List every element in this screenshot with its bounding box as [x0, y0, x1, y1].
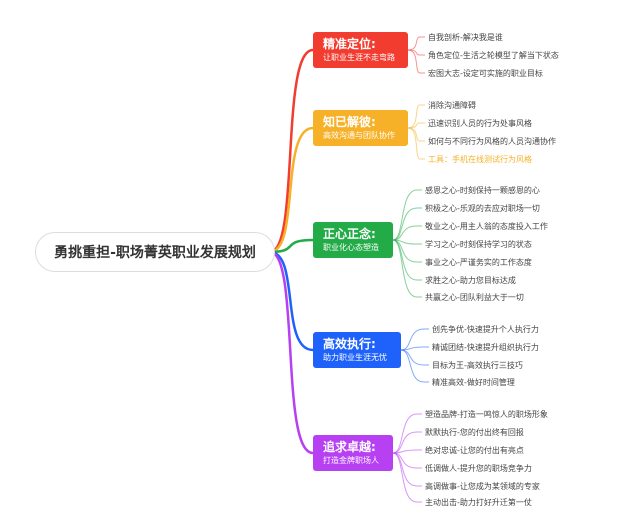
link-root-execution — [269, 250, 314, 352]
root-title: 勇挑重担-职场菁英职业发展规划 — [54, 245, 256, 261]
leaf-item[interactable]: 如何与不同行为风格的人员沟通协作 — [428, 137, 556, 146]
leaf-item[interactable]: 积极之心-乐观的去应对职场一切 — [425, 204, 540, 213]
leaf-item[interactable]: 宏图大志-设定可实施的职业目标 — [428, 69, 543, 78]
branch-title: 正心正念: — [323, 226, 376, 241]
leaf-item[interactable]: 角色定位-生活之轮模型了解当下状态 — [428, 51, 559, 60]
link-leaf — [407, 49, 425, 74]
link-root-communication — [269, 126, 314, 254]
branch-subtitle: 让职业生涯不走弯路 — [323, 52, 395, 62]
root-node[interactable]: 勇挑重担-职场菁英职业发展规划 — [35, 232, 275, 272]
link-leaf — [392, 452, 422, 503]
link-leaf — [407, 127, 425, 160]
link-leaf — [407, 127, 425, 142]
branch-title: 高效执行: — [323, 336, 376, 351]
branch-title: 知已解彼: — [323, 114, 376, 129]
link-root-positioning — [269, 48, 314, 254]
link-leaf — [392, 207, 422, 241]
link-leaf — [407, 122, 425, 129]
link-leaf — [392, 449, 422, 454]
leaf-item[interactable]: 绝对忠诚-让您的付出有亮点 — [425, 446, 524, 455]
leaf-item[interactable]: 求胜之心-助力您目标达成 — [425, 276, 516, 285]
link-leaf — [392, 431, 422, 454]
link-leaf — [392, 225, 422, 241]
branch-positioning[interactable]: 精准定位:让职业生涯不走弯路 — [313, 32, 408, 68]
leaf-item[interactable]: 创先争优-快速提升个人执行力 — [432, 325, 539, 334]
branch-title: 追求卓越: — [323, 439, 376, 454]
leaf-item[interactable]: 学习之心-时刻保持学习的状态 — [425, 240, 532, 249]
branch-excellence[interactable]: 追求卓越:打造金牌职场人 — [313, 435, 393, 471]
branch-subtitle: 职业化心态塑造 — [323, 242, 379, 252]
leaf-item[interactable]: 高调做事-让您成为某领域的专家 — [425, 482, 540, 491]
link-leaf — [400, 328, 429, 351]
link-leaf — [392, 239, 422, 281]
leaf-item[interactable]: 目标为王-高效执行三技巧 — [432, 361, 523, 370]
link-leaf — [392, 413, 422, 454]
link-root-excellence — [269, 250, 314, 455]
branch-subtitle: 打造金牌职场人 — [323, 455, 379, 465]
link-leaf — [407, 104, 425, 129]
leaf-item[interactable]: 感恩之心-时刻保持一颗感恩的心 — [425, 186, 540, 195]
leaf-item[interactable]: 精准高效-做好时间管理 — [432, 378, 515, 387]
leaf-item[interactable]: 塑造品牌-打造一鸣惊人的职场形象 — [425, 410, 548, 419]
leaf-item[interactable]: 迅速识别人员的行为处事风格 — [428, 119, 532, 128]
leaf-item[interactable]: 消除沟通障碍 — [428, 101, 476, 110]
leaf-item[interactable]: 自我剖析-解决我是谁 — [428, 33, 503, 42]
link-leaf — [407, 36, 425, 51]
leaf-item[interactable]: 默默执行-您的付出终有回报 — [425, 428, 524, 437]
leaf-item[interactable]: 工具：手机在线测试行为风格 — [428, 155, 532, 164]
link-leaf — [400, 346, 429, 351]
branch-communication[interactable]: 知已解彼:高效沟通与团队协作 — [313, 110, 408, 146]
leaf-item[interactable]: 主动出击-助力打好升迁第一仗 — [425, 498, 532, 507]
leaf-item[interactable]: 低调做人-提升您的职场竞争力 — [425, 464, 532, 473]
branch-execution[interactable]: 高效执行:助力职业生涯无忧 — [313, 332, 401, 368]
leaf-item[interactable]: 敬业之心-用主人翁的态度投入工作 — [425, 222, 548, 231]
leaf-item[interactable]: 共赢之心-团队利益大于一切 — [425, 293, 524, 302]
link-leaf — [400, 349, 429, 383]
link-root-mindset — [269, 238, 314, 254]
leaf-item[interactable]: 事业之心-严谨务实的工作态度 — [425, 258, 532, 267]
branch-subtitle: 高效沟通与团队协作 — [323, 130, 395, 140]
link-leaf — [392, 452, 422, 487]
branch-mindset[interactable]: 正心正念:职业化心态塑造 — [313, 222, 393, 258]
link-leaf — [392, 239, 422, 298]
leaf-item[interactable]: 精诚团结-快速提升组织执行力 — [432, 343, 539, 352]
branch-subtitle: 助力职业生涯无忧 — [323, 352, 387, 362]
branch-title: 精准定位: — [323, 36, 376, 51]
link-leaf — [392, 189, 422, 241]
